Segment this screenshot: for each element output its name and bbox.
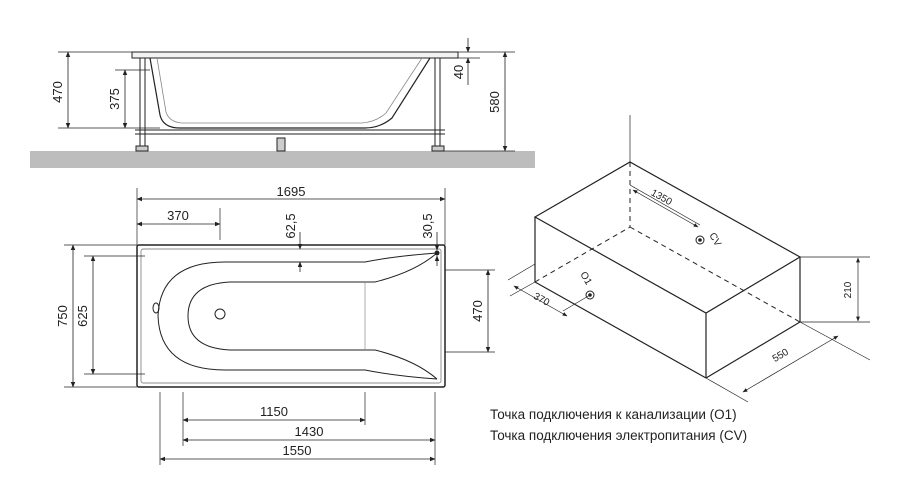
o1-label: O1 bbox=[577, 270, 593, 287]
o1-point-top bbox=[434, 250, 440, 256]
dim-overall-length: 1695 bbox=[277, 184, 306, 199]
dim-frame-length-a: 1430 bbox=[295, 424, 324, 439]
basin bbox=[180, 254, 437, 378]
dim-frame-length-b: 1550 bbox=[283, 443, 312, 458]
dim-rim-offset-a: 62,5 bbox=[283, 213, 298, 238]
dim-cv-offset: 1350 bbox=[649, 188, 674, 209]
dim-bottom-length: 1150 bbox=[260, 404, 288, 419]
dim-drain-offset: 370 bbox=[167, 208, 189, 223]
tub-rim bbox=[131, 51, 459, 59]
dim-bottom-width: 470 bbox=[470, 300, 485, 322]
legend: Точка подключения к канализации (O1) Точ… bbox=[490, 404, 747, 446]
overflow bbox=[152, 302, 160, 314]
cv-label: CV bbox=[706, 231, 723, 249]
dim-o1-offset: 370 bbox=[531, 291, 551, 309]
dim-rim-thickness: 40 bbox=[451, 65, 466, 79]
tub-outline bbox=[136, 244, 446, 388]
top-view bbox=[64, 188, 495, 465]
drain bbox=[214, 308, 226, 320]
cv-point bbox=[695, 235, 705, 245]
iso-box bbox=[533, 161, 802, 314]
dim-box-width: 550 bbox=[771, 347, 791, 365]
dim-rim-offset-b: 30,5 bbox=[420, 213, 435, 238]
legend-line-drain: Точка подключения к канализации (O1) bbox=[490, 407, 737, 422]
o1-point bbox=[585, 290, 595, 300]
legend-line-power: Точка подключения электропитания (CV) bbox=[490, 428, 748, 443]
dim-inner-width: 625 bbox=[75, 305, 90, 327]
floor bbox=[30, 151, 535, 168]
tub-body bbox=[149, 57, 431, 129]
dim-total-height: 470 bbox=[50, 81, 65, 103]
dim-inner-depth: 375 bbox=[107, 88, 122, 110]
dim-max-height: 580 bbox=[487, 91, 502, 113]
side-view bbox=[30, 38, 535, 168]
foot bbox=[135, 145, 149, 152]
dim-box-height: 210 bbox=[843, 281, 854, 298]
dim-overall-width: 750 bbox=[55, 305, 70, 327]
iso-view bbox=[507, 115, 871, 403]
